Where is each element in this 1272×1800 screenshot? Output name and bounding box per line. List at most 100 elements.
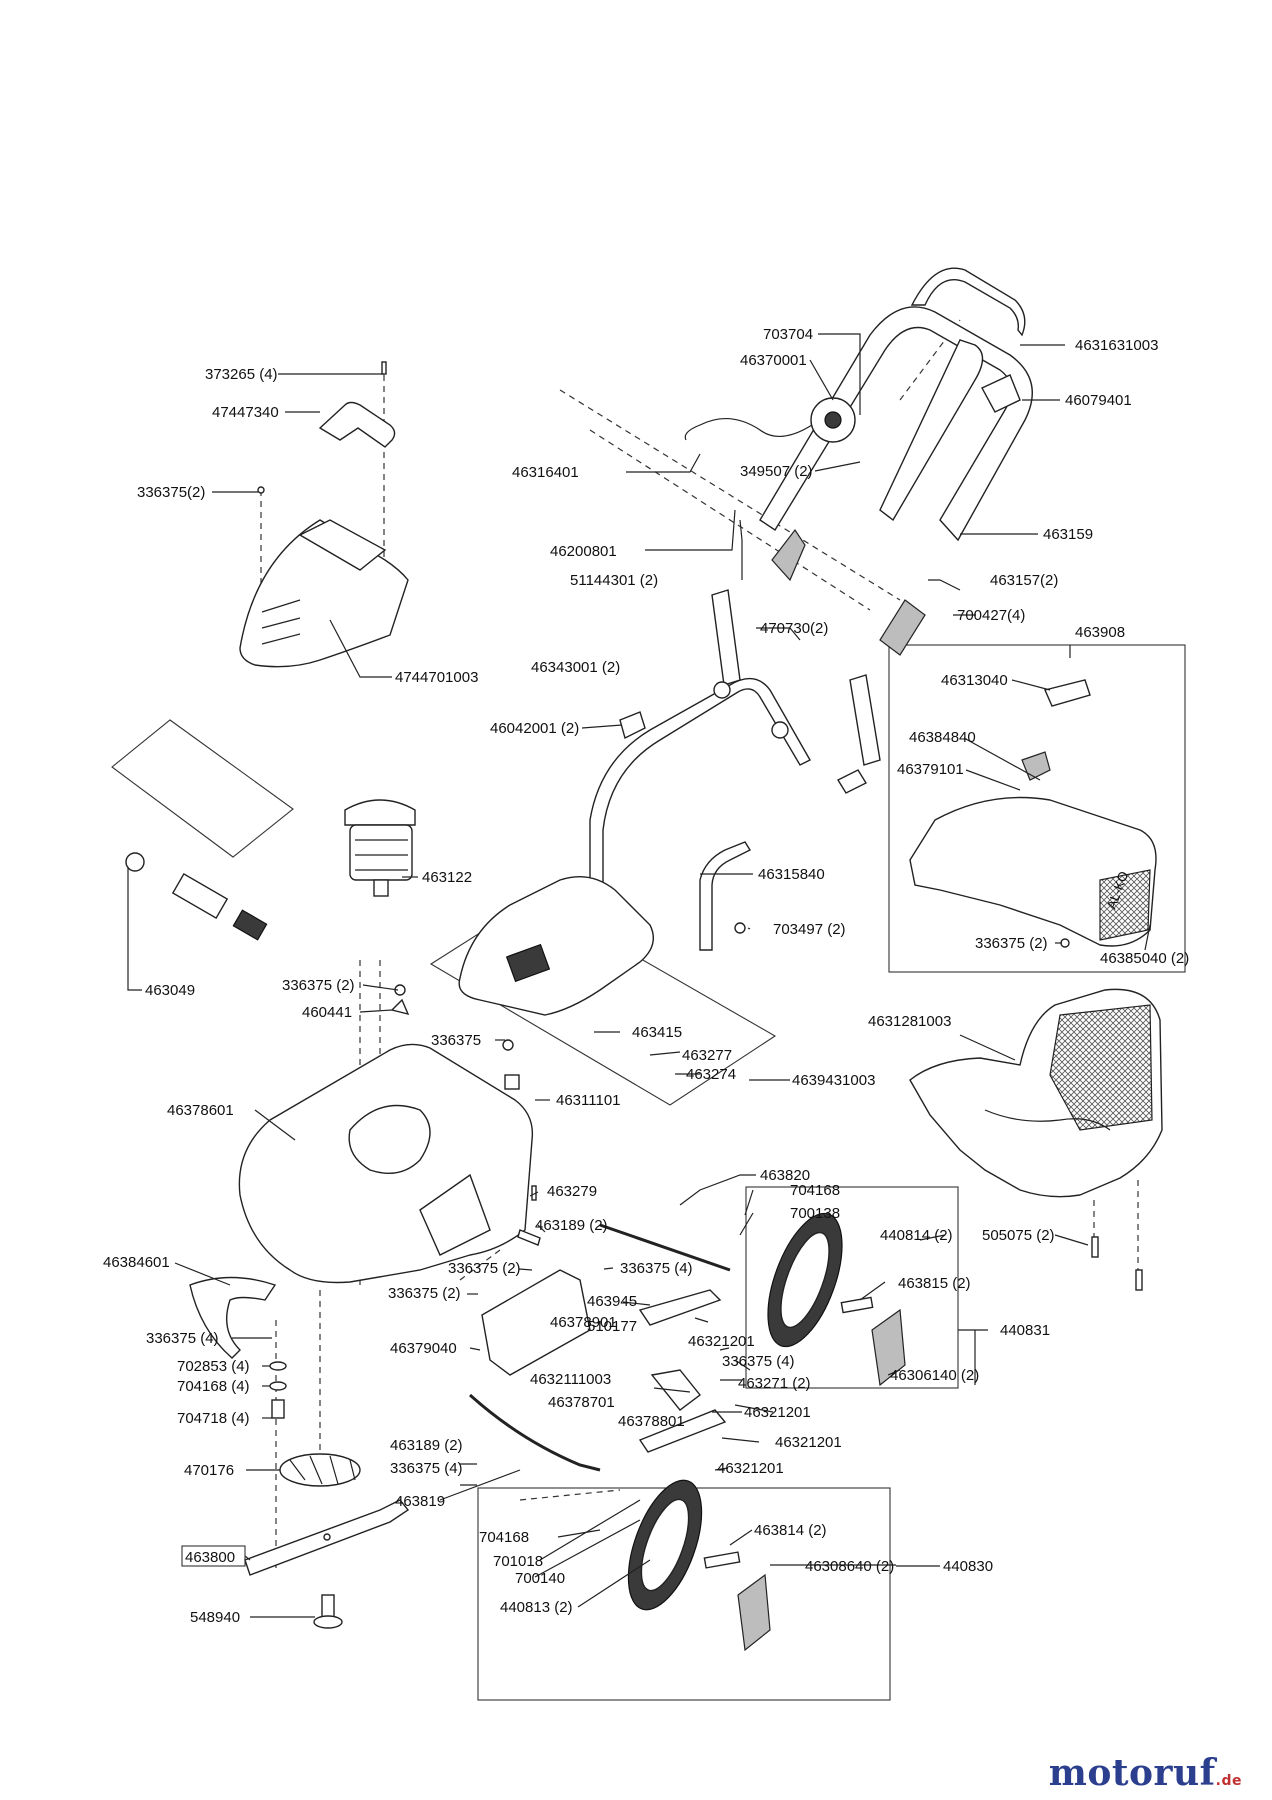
label-46370001: 46370001 <box>740 352 807 369</box>
label-46308640: 46308640 (2) <box>805 1558 894 1575</box>
label-46321201-c: 46321201 <box>775 1434 842 1451</box>
catcher-indicator <box>1044 679 1091 707</box>
label-336375-lft: 336375 (2) <box>388 1285 461 1302</box>
label-4744701003: 4744701003 <box>395 669 478 686</box>
label-46315840: 46315840 <box>758 866 825 883</box>
label-336375-4-low: 336375 (4) <box>390 1460 463 1477</box>
label-463189-a: 463189 (2) <box>535 1217 608 1234</box>
handle-tube-right <box>849 674 881 766</box>
label-704168-b: 704168 <box>479 1529 529 1546</box>
battery-body <box>171 873 229 919</box>
rear-wheel-frame <box>745 1186 959 1389</box>
washer-a <box>269 1361 287 1371</box>
label-510177: 510177 <box>587 1318 637 1335</box>
front-axle <box>468 1393 601 1472</box>
label-46316401: 46316401 <box>512 464 579 481</box>
label-46378701: 46378701 <box>548 1394 615 1411</box>
label-46378901: 46378901 <box>550 1314 617 1331</box>
motor-body <box>349 824 413 881</box>
top-cover-lid <box>298 519 387 571</box>
label-463800-box <box>181 1545 246 1567</box>
label-46384840: 46384840 <box>909 729 976 746</box>
label-336375-4-rt: 336375 (4) <box>722 1353 795 1370</box>
rear-axle <box>599 1223 731 1272</box>
label-46042001: 46042001 (2) <box>490 720 579 737</box>
upper-handle-bar <box>759 306 1033 542</box>
label-46343001: 46343001 (2) <box>531 659 620 676</box>
label-463815: 463815 (2) <box>898 1275 971 1292</box>
right-switch-clip <box>981 374 1021 413</box>
rear-wheel-hub <box>780 1231 830 1329</box>
label-463415: 463415 <box>632 1024 682 1041</box>
switch-cable <box>684 417 813 441</box>
label-440831: 440831 <box>1000 1322 1050 1339</box>
spacer-bolt <box>271 1399 285 1419</box>
label-46321201-a: 46321201 <box>688 1333 755 1350</box>
motor-fan-top <box>344 799 416 826</box>
height-lever-front <box>638 1409 727 1453</box>
label-46384601: 46384601 <box>103 1254 170 1271</box>
label-463049: 463049 <box>145 982 195 999</box>
side-deflector <box>189 1276 277 1359</box>
label-349507: 349507 (2) <box>740 463 813 480</box>
mulch-plug <box>481 1269 591 1376</box>
label-704718: 704718 (4) <box>177 1410 250 1427</box>
label-463800: 463800 <box>185 1549 235 1566</box>
screw-336375-top <box>257 486 265 494</box>
label-704168-a: 704168 <box>790 1182 840 1199</box>
label-463820: 463820 <box>760 1167 810 1184</box>
label-700140: 700140 <box>515 1570 565 1587</box>
hand-cap <box>837 769 867 794</box>
blade-bolt-head <box>313 1615 343 1629</box>
front-wheel-bolt <box>703 1551 741 1569</box>
bolt-505075b <box>1135 1269 1143 1291</box>
clip-46311101 <box>504 1074 520 1090</box>
label-440830: 440830 <box>943 1558 993 1575</box>
label-4639431003: 4639431003 <box>792 1072 875 1089</box>
motor-cover-panel <box>505 943 551 983</box>
label-704168-4: 704168 (4) <box>177 1378 250 1395</box>
label-4631631003: 4631631003 <box>1075 337 1158 354</box>
label-463814: 463814 (2) <box>754 1522 827 1539</box>
label-46378801: 46378801 <box>618 1413 685 1430</box>
label-463279: 463279 <box>547 1183 597 1200</box>
battery-cap <box>125 852 145 872</box>
label-703704: 703704 <box>763 326 813 343</box>
knob-right <box>771 721 789 739</box>
label-440813: 440813 (2) <box>500 1599 573 1616</box>
front-wheel-hub <box>640 1498 690 1592</box>
brand-name: motoruf <box>1048 1752 1216 1794</box>
label-336375-top: 336375(2) <box>137 484 205 501</box>
label-702853: 702853 (4) <box>177 1358 250 1375</box>
label-463277: 463277 <box>682 1047 732 1064</box>
knob-left <box>713 681 731 699</box>
carry-handle <box>318 401 396 448</box>
group-labels: 373265 (4) 47447340 336375(2) 4744701003… <box>103 326 1189 1626</box>
label-4632111003: 4632111003 <box>530 1371 611 1388</box>
rear-hubcap <box>871 1308 906 1387</box>
label-46321201-b: 46321201 <box>744 1404 811 1421</box>
label-336375-4-mid: 336375 (4) <box>620 1260 693 1277</box>
screw-703497 <box>734 922 746 934</box>
switch-knob <box>824 411 842 429</box>
label-700427: 700427(4) <box>957 607 1025 624</box>
group-parts <box>125 267 1163 1652</box>
deck-side-panel <box>419 1173 491 1256</box>
brand-suffix: .de <box>1215 1773 1242 1789</box>
label-46313040: 46313040 <box>941 672 1008 689</box>
label-463157: 463157(2) <box>990 572 1058 589</box>
deck-chute <box>348 1104 431 1174</box>
label-4631281003: 4631281003 <box>868 1013 951 1030</box>
motor-shaft <box>373 879 389 897</box>
lower-handle <box>589 677 811 891</box>
label-701018: 701018 <box>493 1553 543 1570</box>
label-463274: 463274 <box>686 1066 736 1083</box>
label-46306140: 46306140 (2) <box>890 1367 979 1384</box>
label-46379101: 46379101 <box>897 761 964 778</box>
screw-336375-box <box>1060 938 1070 948</box>
right-clamp <box>879 599 926 656</box>
handle-tube-left <box>711 589 741 686</box>
label-46200801: 46200801 <box>550 543 617 560</box>
group-leaders <box>127 333 1151 1618</box>
front-hubcap <box>737 1573 771 1652</box>
